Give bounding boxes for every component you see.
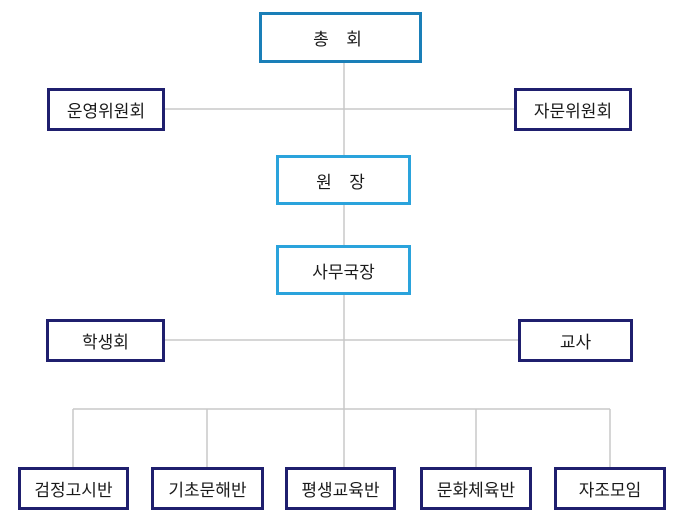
basic-literacy-class-box: 기초문해반 — [151, 467, 264, 510]
advisory-committee-box: 자문위원회 — [514, 88, 632, 131]
director-label: 원 장 — [316, 172, 371, 193]
operation-committee-label: 운영위원회 — [66, 102, 146, 122]
culture-physical-class-box: 문화체육반 — [420, 467, 532, 510]
self-help-group-box: 자조모임 — [554, 467, 666, 510]
advisory-committee-label: 자문위원회 — [533, 102, 613, 122]
student-council-box: 학생회 — [46, 319, 165, 362]
teachers-label: 교사 — [559, 333, 592, 353]
secretary-general-box: 사무국장 — [276, 245, 411, 295]
lifelong-education-class-label: 평생교육반 — [301, 481, 380, 501]
ged-class-label: 검정고시반 — [34, 481, 113, 501]
student-council-label: 학생회 — [82, 333, 129, 353]
culture-physical-class-label: 문화체육반 — [436, 481, 516, 501]
ged-class-box: 검정고시반 — [18, 467, 129, 510]
self-help-group-label: 자조모임 — [578, 481, 642, 501]
operation-committee-box: 운영위원회 — [47, 88, 165, 131]
basic-literacy-class-label: 기초문해반 — [168, 481, 247, 501]
teachers-box: 교사 — [518, 319, 633, 362]
general-assembly-box: 총 회 — [259, 12, 422, 63]
secretary-general-label: 사무국장 — [312, 262, 375, 283]
general-assembly-label: 총 회 — [313, 30, 368, 50]
lifelong-education-class-box: 평생교육반 — [285, 467, 396, 510]
director-box: 원 장 — [276, 155, 411, 205]
